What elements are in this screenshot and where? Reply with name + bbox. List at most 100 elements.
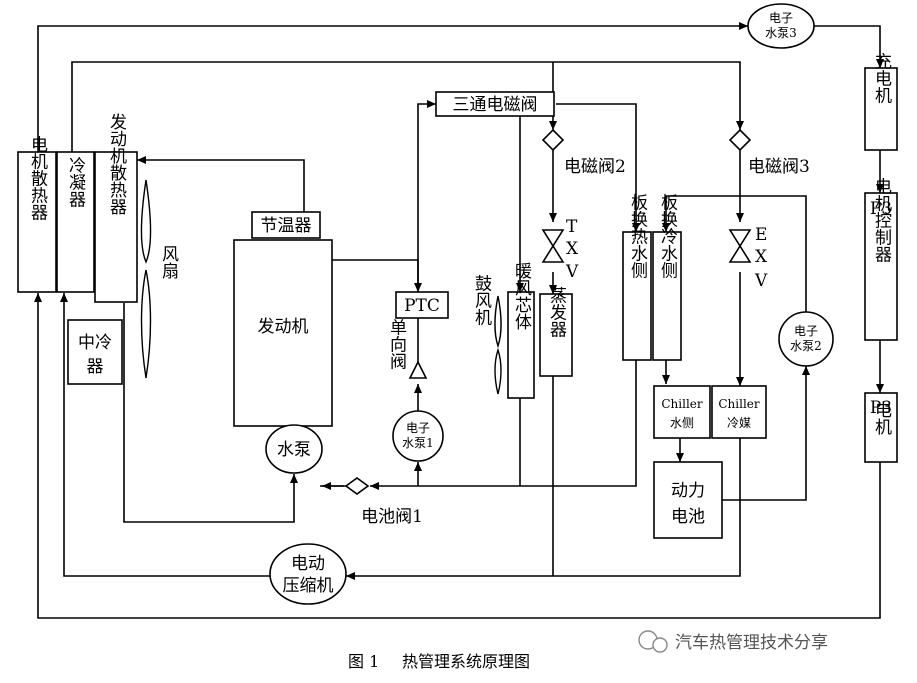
chiller-water-label-1: Chiller	[661, 397, 703, 411]
heater-core-label: 暖风芯体	[511, 262, 532, 330]
solenoid-valve-3-symbol	[728, 128, 752, 152]
pipe-condenser-refrigerant-top	[71, 61, 744, 152]
txv-label: T	[566, 217, 578, 237]
engine-radiator: 发动机散热器	[94, 113, 138, 303]
solenoid-valve-2-symbol	[541, 128, 565, 152]
chiller-refrigerant-label-1: Chiller	[718, 397, 760, 411]
charger: 充电机	[864, 52, 898, 151]
p3-motor-label-p3: P3	[870, 398, 892, 418]
battery-valve-1: 电池阀1	[344, 477, 423, 527]
solenoid-valve-3-label: 电磁阀3	[748, 157, 810, 177]
figure-caption: 图 1 热管理系统原理图	[348, 652, 530, 671]
exv-symbol	[728, 229, 752, 263]
evaporator: 蒸发器	[539, 286, 573, 377]
water-pump: 水泵	[265, 424, 323, 474]
battery-label-line2: 电池	[671, 507, 705, 527]
pipe-motor-radiator-to-pump3	[37, 22, 748, 152]
solenoid-valve-3: 电磁阀3	[728, 128, 810, 177]
three-way-solenoid-valve: 三通电磁阀	[435, 91, 555, 117]
electric-pump-1: 电子 水泵1	[392, 410, 444, 462]
pipe-ptc-to-three-way	[417, 100, 436, 290]
exv-label-e: E	[755, 225, 767, 245]
motor-radiator: 电机散热器	[17, 135, 57, 293]
engine-radiator-label: 发动机散热器	[106, 113, 127, 215]
p3-controller-label-rest: 电机控制器	[871, 177, 892, 262]
exv-label-v: V	[754, 271, 768, 291]
plate-exchanger-cold-side: 板换冷水侧	[652, 193, 682, 361]
pipe-three-way-to-plate-hot	[556, 103, 640, 232]
battery-valve-1-label: 电池阀1	[361, 507, 423, 527]
pipe-battery-to-pump2	[712, 366, 810, 501]
p3-controller-label-p3: P3	[870, 199, 892, 219]
blower: 鼓风机	[471, 274, 502, 395]
compressor-label-line1: 电动	[291, 554, 325, 574]
blower-label: 鼓风机	[471, 274, 492, 325]
solenoid-valve-2-label: 电磁阀2	[564, 157, 626, 177]
exv-label-x: X	[755, 247, 768, 267]
power-battery: 动力 电池	[653, 461, 723, 539]
blower-blade-upper	[494, 295, 502, 349]
p3-motor: P3 电机	[864, 392, 898, 463]
pipe-pump2-to-plate-cold	[662, 195, 807, 312]
plate-hot-label: 板换热水侧	[627, 193, 648, 279]
evaporator-label: 蒸发器	[546, 286, 567, 337]
pipe-compressor-to-condenser	[60, 293, 270, 577]
p3-motor-controller: P3 电机控制器	[864, 177, 898, 341]
intercooler: 中冷 器	[67, 319, 123, 385]
thermostat: 节温器	[251, 211, 321, 239]
fan-blade-lower	[140, 269, 152, 379]
check-valve-label: 单向阀	[386, 318, 407, 370]
pump1-label-line2: 水泵1	[402, 436, 434, 450]
pump2-label-line1: 电子	[794, 324, 818, 338]
txv-label-v: V	[565, 262, 579, 282]
motor-radiator-label: 电机散热器	[27, 135, 48, 220]
heater-core: 暖风芯体	[507, 262, 535, 399]
chiller-refrigerant-side: Chiller 冷媒	[711, 385, 767, 439]
charger-label: 充电机	[871, 52, 892, 103]
fan-blade-upper	[140, 179, 152, 264]
chiller-water-side: Chiller 水侧	[653, 385, 711, 439]
engine: 发动机	[233, 239, 333, 427]
three-way-valve-label: 三通电磁阀	[453, 95, 538, 115]
thermostat-label: 节温器	[261, 216, 312, 236]
fan: 风扇	[140, 179, 179, 379]
pump3-label-line2: 水泵3	[765, 26, 797, 40]
figure-number: 图 1	[348, 652, 379, 671]
battery-label-line1: 动力	[671, 481, 705, 501]
flow-lines	[34, 22, 884, 619]
blower-blade-lower	[494, 347, 502, 395]
wechat-icon-secondary	[652, 637, 668, 653]
txv-label-x: X	[566, 239, 579, 259]
chiller-water-label-2: 水侧	[670, 416, 694, 430]
engine-label: 发动机	[258, 317, 309, 337]
watermark: 汽车热管理技术分享	[638, 630, 828, 653]
figure-title: 热管理系统原理图	[402, 652, 530, 671]
electric-pump-3: 电子 水泵3	[747, 3, 815, 49]
pump3-label-line1: 电子	[769, 11, 793, 25]
pipe-pump3-to-charger	[814, 25, 884, 68]
pipe-engine-to-ptc	[332, 259, 422, 292]
exv: E X V	[728, 225, 768, 291]
pipe-engine-radiator-to-pump	[123, 303, 298, 523]
fan-label: 风扇	[158, 245, 179, 280]
p3-motor-label-rest: 电机	[871, 401, 892, 435]
check-valve-symbol	[408, 360, 428, 379]
pump1-label-line1: 电子	[406, 421, 430, 435]
intercooler-label-line2: 器	[87, 357, 104, 377]
intercooler-label-line1: 中冷	[78, 333, 112, 353]
condenser-label: 冷凝器	[65, 156, 86, 207]
ptc: PTC	[395, 291, 449, 319]
plate-exchanger-hot-side: 板换热水侧	[622, 193, 652, 361]
compressor-label-line2: 压缩机	[283, 576, 334, 596]
water-pump-label: 水泵	[277, 440, 311, 460]
watermark-text: 汽车热管理技术分享	[675, 633, 828, 653]
electric-compressor: 电动 压缩机	[269, 543, 347, 605]
check-valve: 单向阀	[386, 318, 428, 379]
plate-cold-label: 板换冷水侧	[657, 193, 678, 279]
pump2-label-line2: 水泵2	[790, 339, 822, 353]
pipe-p3-motor-return	[34, 293, 881, 619]
txv: T X V	[541, 217, 579, 282]
txv-symbol	[541, 229, 565, 263]
condenser: 冷凝器	[56, 151, 95, 293]
